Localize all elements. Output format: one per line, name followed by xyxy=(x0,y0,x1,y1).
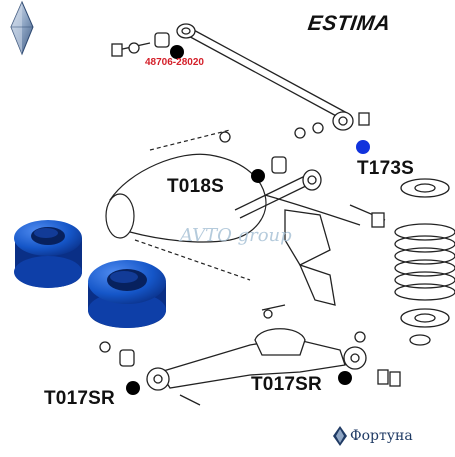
callout-label-t018s: T018S xyxy=(167,176,224,197)
callout-marker-lower-right xyxy=(338,371,352,385)
lateral-rod xyxy=(219,131,386,306)
model-title: ESTIMA xyxy=(306,12,393,35)
callout-label-t017sr-left: T017SR xyxy=(44,388,115,409)
bushing-left xyxy=(14,220,82,288)
bushing-right xyxy=(88,260,166,328)
fortuna-brand-text: Фортуна xyxy=(350,428,413,444)
callout-marker-blue xyxy=(356,140,370,154)
callout-label-t017sr-right: T017SR xyxy=(251,374,322,395)
fortuna-logo: Фортуна xyxy=(333,425,413,447)
callout-label-t173s: T173S xyxy=(357,158,414,179)
coil-spring xyxy=(394,178,455,346)
axle-housing xyxy=(105,129,361,281)
watermark-text: AVTO group xyxy=(180,225,292,246)
callout-marker-part xyxy=(170,45,184,59)
callout-marker-lateral xyxy=(251,169,265,183)
callout-marker-lower-left xyxy=(126,381,140,395)
lower-control-arm xyxy=(99,304,401,406)
upper-control-rod xyxy=(111,23,370,139)
part-number-label: 48706-28020 xyxy=(145,57,204,68)
diamond-logo-icon xyxy=(10,0,34,56)
fortuna-logo-icon xyxy=(333,426,347,446)
